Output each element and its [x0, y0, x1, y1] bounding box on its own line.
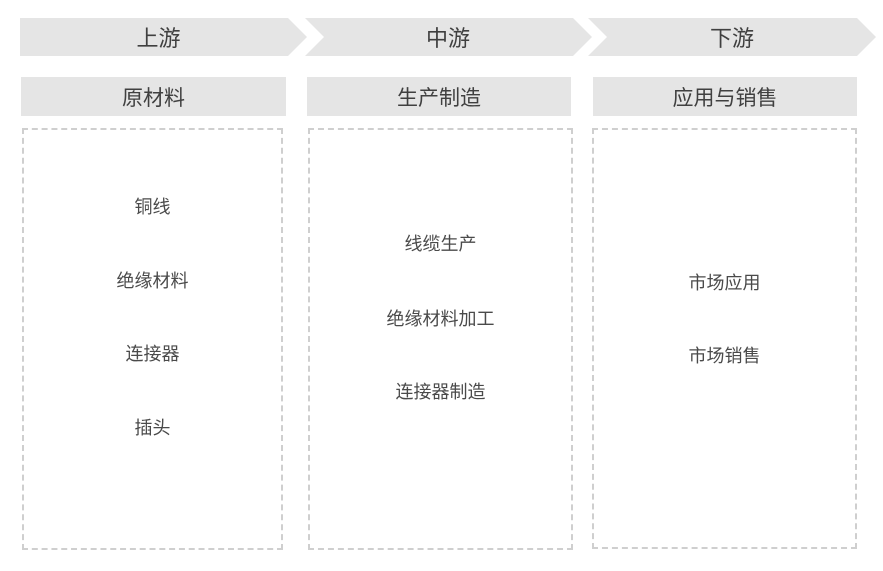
- downstream-item: 市场销售: [688, 346, 761, 367]
- upstream-item: 铜线: [134, 197, 171, 218]
- midstream-category-header: 生产制造: [307, 77, 571, 116]
- downstream-items-box: 市场应用 市场销售: [592, 128, 857, 549]
- upstream-items-box: 铜线 绝缘材料 连接器 插头: [22, 128, 283, 550]
- upstream-item: 插头: [134, 418, 171, 439]
- downstream-category-header: 应用与销售: [593, 77, 857, 116]
- midstream-chevron-shape: [305, 18, 592, 56]
- downstream-chevron-shape: [588, 18, 876, 56]
- upstream-item: 绝缘材料: [116, 271, 189, 292]
- downstream-item: 市场应用: [688, 273, 761, 294]
- upstream-category-header: 原材料: [21, 77, 286, 116]
- midstream-items-box: 线缆生产 绝缘材料加工 连接器制造: [308, 128, 573, 550]
- upstream-chevron-shape: [20, 18, 307, 56]
- midstream-item: 连接器制造: [395, 382, 486, 403]
- midstream-item: 线缆生产: [404, 234, 477, 255]
- upstream-item: 连接器: [125, 344, 180, 365]
- midstream-item: 绝缘材料加工: [386, 309, 495, 330]
